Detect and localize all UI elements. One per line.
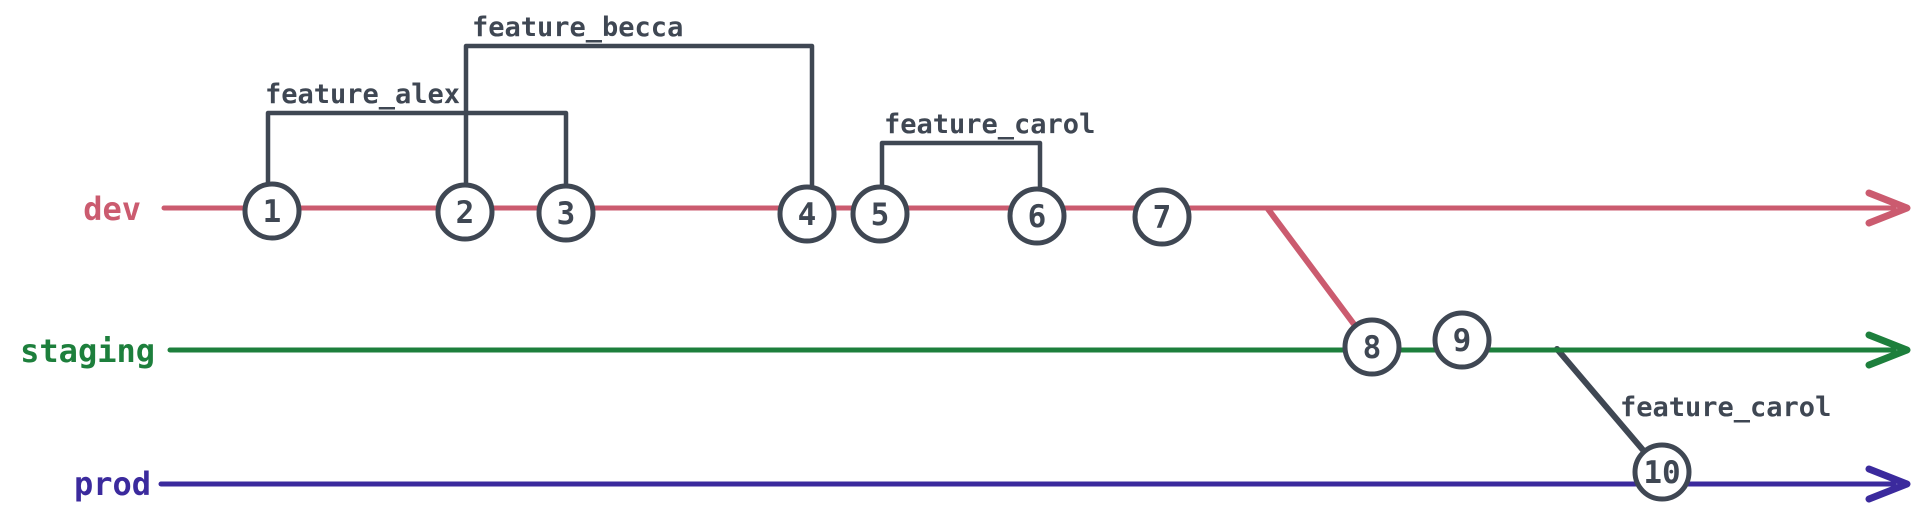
commit-node-9: 9 xyxy=(1432,310,1492,370)
prod-arrow-icon xyxy=(1865,465,1911,503)
commit-number-9: 9 xyxy=(1453,323,1472,359)
commit-circle-6 xyxy=(1007,186,1067,246)
commit-number-7: 7 xyxy=(1153,200,1172,236)
commit-number-6: 6 xyxy=(1028,199,1047,235)
commit-node-10: 10 xyxy=(1632,442,1692,502)
commit-node-4: 4 xyxy=(777,184,837,244)
commit-node-5: 5 xyxy=(850,184,910,244)
bracket-feature-becca xyxy=(463,43,815,190)
dev-arrow-icon xyxy=(1865,189,1911,227)
commit-number-3: 3 xyxy=(557,196,576,232)
commit-number-8: 8 xyxy=(1363,330,1382,366)
commit-circle-10 xyxy=(1632,442,1692,502)
commit-circle-4 xyxy=(777,184,837,244)
branch-label-dev: dev xyxy=(83,190,141,228)
commit-number-5: 5 xyxy=(871,197,890,233)
commit-node-3: 3 xyxy=(536,183,596,243)
commit-number-1: 1 xyxy=(263,194,282,230)
bracket-feature-alex xyxy=(265,110,569,189)
commit-circle-8 xyxy=(1342,317,1402,377)
commit-circle-2 xyxy=(435,182,495,242)
label-feature-carol: feature_carol xyxy=(884,109,1095,140)
label-feature-becca: feature_becca xyxy=(472,12,683,43)
branch-label-prod: prod xyxy=(74,465,151,503)
commit-node-2: 2 xyxy=(435,182,495,242)
commit-node-7: 7 xyxy=(1132,187,1192,247)
label-branch-feature-carol-to-prod: feature_carol xyxy=(1620,392,1831,423)
commit-number-2: 2 xyxy=(456,195,475,231)
commit-circle-3 xyxy=(536,183,596,243)
commit-circle-5 xyxy=(850,184,910,244)
commit-node-1: 1 xyxy=(242,181,302,241)
commit-node-8: 8 xyxy=(1342,317,1402,377)
bracket-feature-carol xyxy=(879,140,1043,192)
commit-number-10: 10 xyxy=(1643,455,1680,491)
branch-label-staging: staging xyxy=(20,332,155,370)
commit-circle-9 xyxy=(1432,310,1492,370)
commit-circle-1 xyxy=(242,181,302,241)
commit-number-4: 4 xyxy=(798,197,817,233)
commit-node-6: 6 xyxy=(1007,186,1067,246)
label-feature-alex: feature_alex xyxy=(265,79,460,110)
commit-circle-7 xyxy=(1132,187,1192,247)
merge-dev-into-staging xyxy=(1265,206,1371,346)
staging-arrow-icon xyxy=(1865,331,1911,369)
